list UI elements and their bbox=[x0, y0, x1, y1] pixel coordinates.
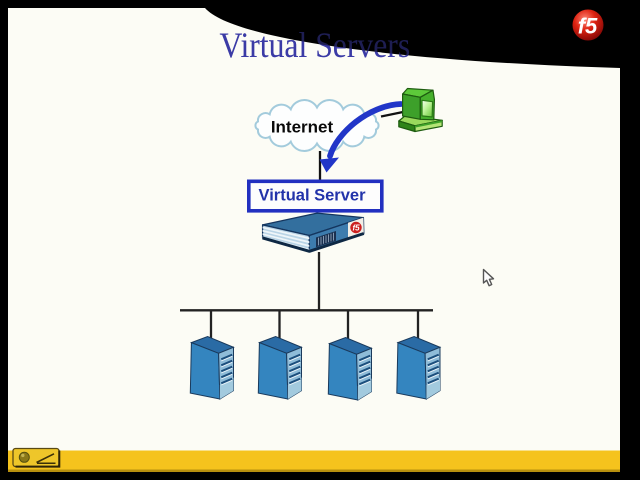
svg-text:f5: f5 bbox=[352, 224, 360, 233]
svg-text:Internet: Internet bbox=[271, 118, 334, 137]
svg-text:Virtual Servers: Virtual Servers bbox=[220, 26, 411, 65]
svg-text:f5: f5 bbox=[578, 14, 598, 39]
svg-text:Virtual Server: Virtual Server bbox=[258, 187, 366, 205]
